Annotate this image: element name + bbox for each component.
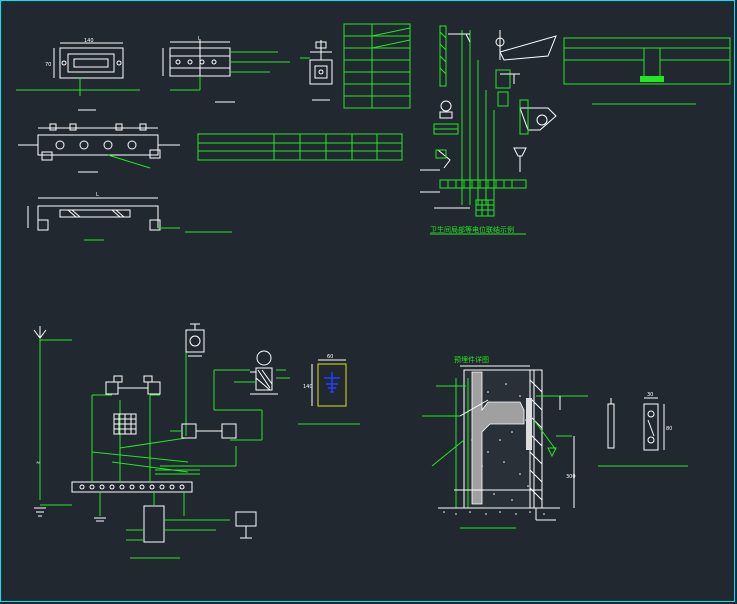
- dim-80-label: 80: [666, 426, 672, 432]
- sanitary-bonding-diagram: 卫生间局部等电位联结示例: [420, 25, 557, 235]
- schedule-table-wide: [197, 133, 403, 161]
- sanitary-diagram-title: 卫生间局部等电位联结示例: [430, 225, 514, 234]
- bracket-elevation: L: [27, 192, 232, 241]
- bonding-symbol-panel: 60 140: [298, 354, 360, 425]
- wall-section-detail: 预埋件详图 300: [422, 355, 588, 529]
- terminal-board-elevation: L: [162, 36, 290, 103]
- meter-detail: [234, 350, 290, 395]
- dim-140-vert-label: 140: [303, 384, 313, 390]
- dim-300-label: 300: [566, 474, 576, 480]
- bus-bar-plan: [18, 123, 180, 173]
- bonding-bar-detail: [563, 37, 731, 105]
- ground-symbol-label: ≈: [36, 460, 40, 466]
- dim-140-label: 140: [84, 38, 94, 44]
- schedule-table-top: [343, 23, 411, 109]
- dim-L-label-2: L: [96, 192, 99, 198]
- grounding-system-diagram: ≈: [33, 323, 263, 559]
- wall-section-title: 预埋件详图: [454, 355, 489, 364]
- dim-30-label: 30: [647, 392, 653, 398]
- bonding-plate-detail: 30 80: [598, 392, 688, 467]
- dim-L-label: L: [198, 36, 201, 42]
- terminal-box-plan: 140 70: [16, 38, 140, 111]
- dim-70-label: 70: [45, 62, 51, 68]
- dim-60-label: 60: [327, 354, 333, 360]
- small-junction-box: [300, 40, 333, 101]
